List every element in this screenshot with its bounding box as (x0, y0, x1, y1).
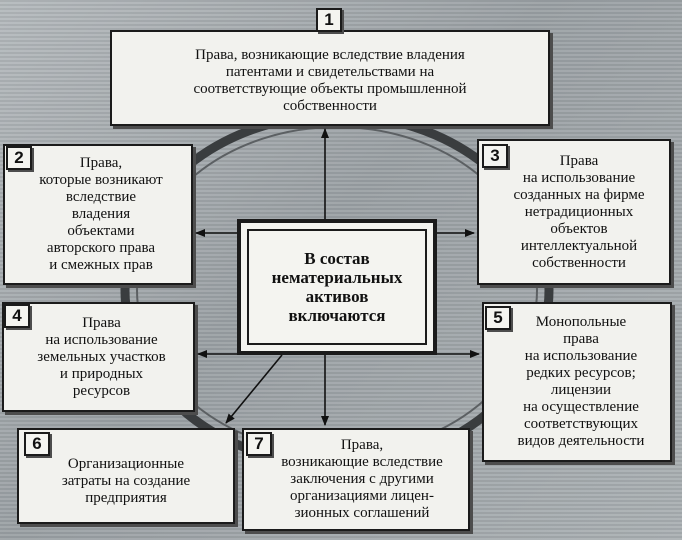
item-text-6: Организационные затраты на создание пред… (61, 455, 191, 506)
item-number-1: 1 (316, 8, 342, 32)
item-number-5: 5 (485, 306, 511, 330)
center-box: В состав нематериальных активов включают… (237, 219, 437, 355)
item-text-3: Права на использование созданных на фирм… (513, 152, 645, 271)
center-box-inner: В состав нематериальных активов включают… (247, 229, 427, 345)
item-text-5: Монопольные права на использование редки… (517, 314, 645, 449)
item-text-4: Права на использование земельных участко… (37, 314, 166, 399)
item-box-2: Права, которые возникают вследствие влад… (3, 144, 193, 285)
item-box-3: Права на использование созданных на фирм… (477, 139, 671, 285)
item-number-3: 3 (482, 144, 508, 168)
item-number-6: 6 (24, 432, 50, 456)
item-number-7: 7 (246, 432, 272, 456)
arrow-to-6 (225, 354, 283, 424)
item-number-4: 4 (4, 304, 30, 328)
item-text-2: Права, которые возникают вследствие влад… (39, 155, 163, 273)
item-box-6: Организационные затраты на создание пред… (17, 428, 235, 524)
item-text-7: Права, возникающие вследствие заключения… (281, 437, 443, 521)
item-box-4: Права на использование земельных участко… (2, 302, 195, 412)
item-number-2: 2 (6, 146, 32, 170)
item-box-5: Монопольные права на использование редки… (482, 302, 672, 462)
item-text-1: Права, возникающие вследствие владения п… (193, 47, 467, 114)
item-box-1: Права, возникающие вследствие владения п… (110, 30, 550, 126)
center-text: В состав нематериальных активов включают… (271, 249, 403, 325)
item-box-7: Права, возникающие вследствие заключения… (242, 428, 470, 531)
